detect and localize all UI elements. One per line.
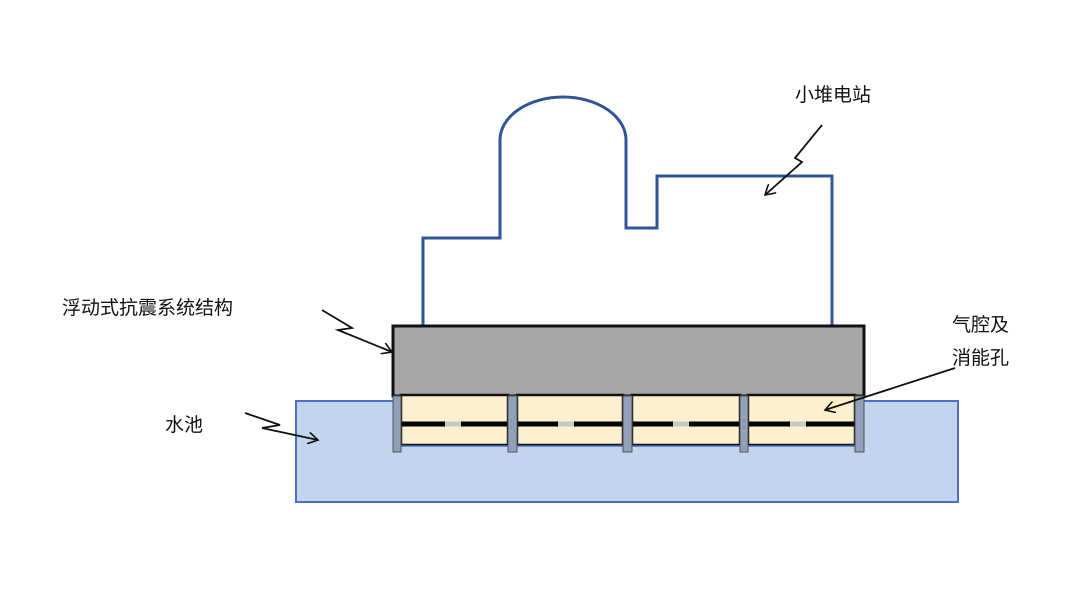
label-pool: 水池 bbox=[165, 414, 204, 436]
air-cavity bbox=[515, 393, 625, 447]
system-arrow bbox=[321, 309, 392, 352]
air-cavity bbox=[630, 393, 742, 447]
air-cavity bbox=[746, 393, 857, 447]
floating-platform bbox=[391, 324, 866, 398]
pool-arrow bbox=[244, 412, 318, 440]
cavity-arrow bbox=[825, 367, 956, 410]
label-cavity-line2: 消能孔 bbox=[952, 347, 1010, 369]
air-cavities bbox=[399, 393, 857, 447]
plant-arrow bbox=[765, 124, 823, 195]
label-plant: 小堆电站 bbox=[795, 84, 872, 106]
reactor-plant-outline bbox=[421, 95, 834, 326]
label-cavity-line1: 气腔及 bbox=[952, 314, 1010, 336]
air-cavity bbox=[399, 393, 510, 447]
support-posts bbox=[392, 395, 865, 453]
label-system: 浮动式抗震系统结构 bbox=[62, 297, 234, 319]
